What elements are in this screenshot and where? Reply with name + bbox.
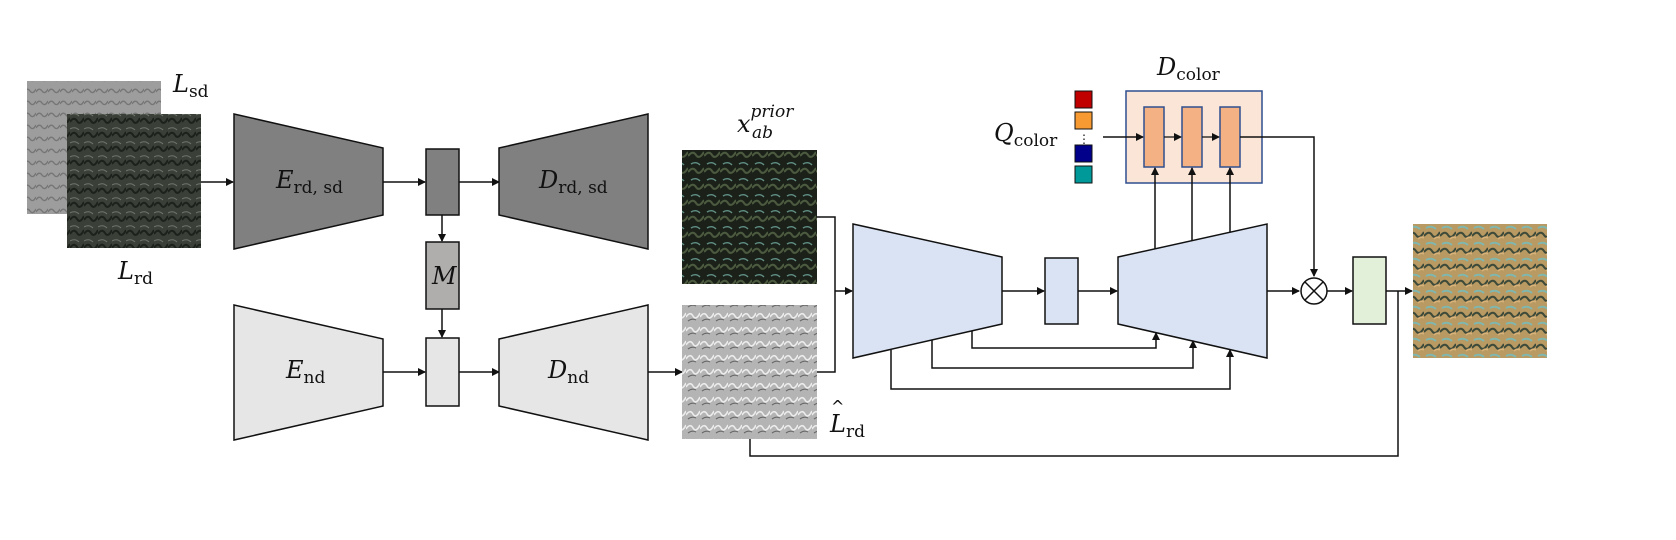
- label-E-rdsd: Erd, sd: [275, 166, 343, 198]
- color-query-ellipsis: ⋮: [1078, 132, 1090, 146]
- decoder-rd-sd: [498, 113, 649, 250]
- color-query-teal: [1074, 165, 1093, 184]
- label-D-rdsd: Drd, sd: [538, 166, 608, 198]
- label-x-prior-sub: ab: [752, 123, 773, 143]
- unet-bottleneck: [1044, 257, 1079, 325]
- color-query-orange: [1074, 111, 1093, 130]
- skip-connection-2: [931, 340, 1197, 369]
- label-L-hat-accent: ^: [831, 397, 844, 416]
- unet-decoder: [1117, 223, 1268, 359]
- label-M: M: [431, 262, 458, 290]
- unet-encoder: [852, 223, 1003, 359]
- label-L-sd: Lsd: [172, 70, 209, 102]
- refinement-block: [1352, 256, 1387, 325]
- label-x-prior: xprior: [737, 102, 794, 138]
- label-Q-color: Qcolor: [994, 119, 1058, 151]
- latent-bottom: [425, 337, 460, 407]
- color-decoder-block-2: [1181, 106, 1203, 168]
- output-colorized-image: [1413, 224, 1547, 358]
- color-decoder-block-3: [1219, 106, 1241, 168]
- encoder-nd: [233, 304, 384, 441]
- line-luminance-to-output: [749, 291, 1399, 457]
- skip-connection-1: [971, 331, 1160, 349]
- product-operator: [1300, 277, 1328, 305]
- latent-top: [425, 148, 460, 216]
- color-query-blue: [1074, 144, 1093, 163]
- color-decoder-block-1: [1143, 106, 1165, 168]
- input-image-front-rd: [67, 114, 201, 248]
- skip-connection-3: [890, 349, 1234, 390]
- prior-color-image: [682, 150, 817, 284]
- label-L-hat-rd: Lrd: [829, 410, 865, 442]
- restored-luminance-image: [682, 305, 817, 439]
- label-E-nd: End: [285, 356, 325, 388]
- encoder-rd-sd: [233, 113, 384, 250]
- decoder-nd: [498, 304, 649, 441]
- label-L-rd: Lrd: [117, 257, 153, 289]
- line-prior-to-unet: [817, 216, 836, 291]
- line-color-decoder-to-product: [1240, 136, 1318, 277]
- line-restored-to-unet: [817, 291, 836, 373]
- label-D-color: Dcolor: [1156, 53, 1221, 85]
- label-D-nd: Dnd: [547, 356, 589, 388]
- color-query-red: [1074, 90, 1093, 109]
